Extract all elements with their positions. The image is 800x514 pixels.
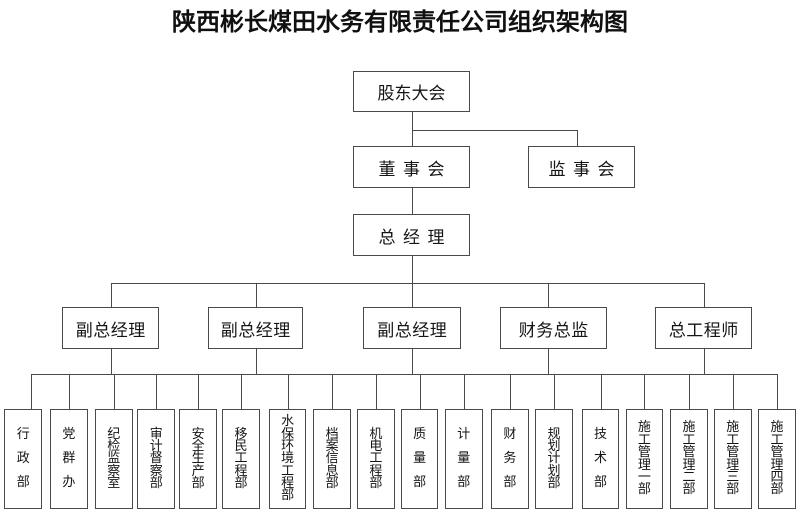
node-label: 计量部 bbox=[457, 426, 471, 490]
node-board-of-directors: 董事会 bbox=[353, 146, 470, 188]
node-general-manager: 总经理 bbox=[353, 214, 470, 256]
node-label: 财务总监 bbox=[518, 320, 589, 340]
node-manager-2: 副总经理 bbox=[208, 307, 303, 349]
node-department-9: 机电工程部 bbox=[357, 408, 395, 509]
node-manager-1: 副总经理 bbox=[62, 307, 159, 349]
node-label: 施工管理四部 bbox=[770, 419, 784, 497]
node-department-10: 质量部 bbox=[400, 408, 439, 509]
node-department-17: 施工管理三部 bbox=[713, 408, 752, 509]
node-manager-4: 财务总监 bbox=[500, 307, 607, 349]
node-department-16: 施工管理二部 bbox=[670, 408, 708, 509]
node-label: 技术部 bbox=[593, 426, 607, 490]
node-department-3: 纪检监察室 bbox=[94, 408, 133, 509]
node-label: 施工管理一部 bbox=[637, 419, 651, 497]
node-label: 规划计划部 bbox=[547, 425, 561, 491]
node-department-7: 水保环境工程部 bbox=[268, 408, 307, 509]
node-label: 总经理 bbox=[378, 227, 452, 247]
node-label: 副总经理 bbox=[220, 320, 291, 340]
node-label: 股东大会 bbox=[377, 84, 446, 103]
node-department-15: 施工管理一部 bbox=[625, 408, 664, 509]
node-label: 副总经理 bbox=[377, 320, 448, 340]
node-label: 纪检监察室 bbox=[107, 425, 121, 491]
node-label: 施工管理二部 bbox=[682, 419, 696, 497]
node-manager-5: 总工程师 bbox=[655, 307, 752, 349]
node-label: 党群办 bbox=[62, 426, 76, 490]
node-label: 审计督察部 bbox=[149, 425, 163, 491]
node-label: 安全生产部 bbox=[191, 425, 205, 491]
node-label: 质量部 bbox=[413, 426, 427, 490]
node-department-14: 技术部 bbox=[581, 408, 620, 509]
chart-title: 陕西彬长煤田水务有限责任公司组织架构图 bbox=[172, 9, 628, 36]
node-label: 监事会 bbox=[548, 159, 622, 179]
node-label: 机电工程部 bbox=[369, 425, 383, 491]
node-label: 档案信息部 bbox=[325, 425, 339, 491]
node-label: 财务部 bbox=[503, 426, 517, 490]
node-shareholders-meeting: 股东大会 bbox=[353, 71, 470, 112]
node-department-1: 行政部 bbox=[4, 408, 43, 509]
node-department-13: 规划计划部 bbox=[535, 408, 573, 509]
node-department-11: 计量部 bbox=[444, 408, 483, 509]
node-department-6: 移民工程部 bbox=[222, 408, 260, 509]
node-department-2: 党群办 bbox=[50, 408, 88, 509]
node-label: 副总经理 bbox=[75, 320, 146, 340]
node-department-12: 财务部 bbox=[491, 408, 529, 509]
node-label: 施工管理三部 bbox=[726, 419, 740, 497]
node-department-18: 施工管理四部 bbox=[758, 408, 796, 509]
node-label: 董事会 bbox=[378, 159, 452, 179]
node-label: 移民工程部 bbox=[234, 425, 248, 491]
node-department-8: 档案信息部 bbox=[313, 408, 351, 509]
node-label: 水保环境工程部 bbox=[281, 413, 295, 503]
node-department-4: 审计督察部 bbox=[137, 408, 176, 509]
node-label: 行政部 bbox=[16, 426, 30, 490]
node-department-5: 安全生产部 bbox=[179, 408, 217, 509]
node-manager-3: 副总经理 bbox=[363, 307, 461, 349]
node-label: 总工程师 bbox=[668, 320, 739, 340]
node-board-of-supervisors: 监事会 bbox=[528, 146, 635, 188]
